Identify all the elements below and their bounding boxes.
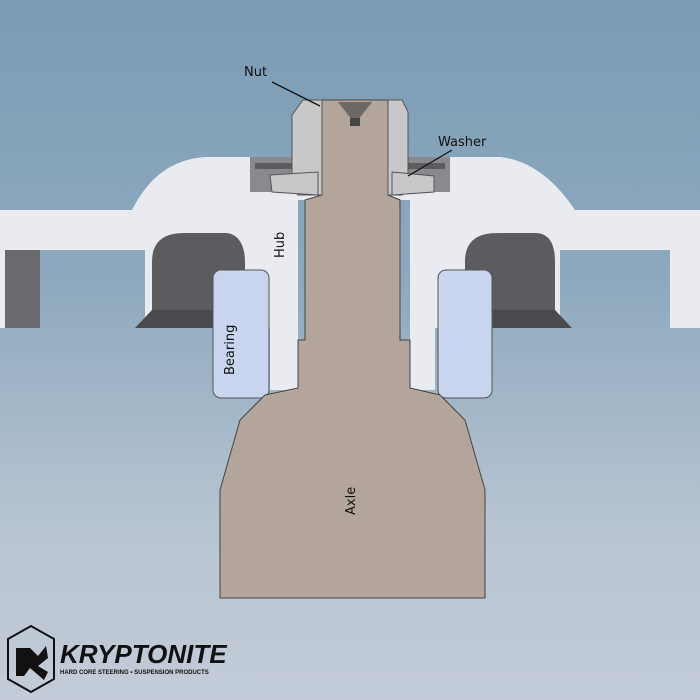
washer-leader — [407, 149, 453, 177]
kryptonite-logo: KRYPTONITE HARD CORE STEERING • SUSPENSI… — [7, 624, 227, 694]
logo-name: KRYPTONITE — [60, 639, 227, 669]
washer-right — [391, 171, 435, 196]
nut-left — [291, 99, 323, 196]
hub-left-edge — [5, 250, 40, 328]
axle-hole-tip — [350, 118, 360, 126]
axle — [219, 99, 486, 599]
logo-tagline: HARD CORE STEERING • SUSPENSION PRODUCTS — [60, 670, 209, 676]
label-hub: Hub — [273, 232, 288, 258]
axle-center-hole — [338, 102, 372, 120]
label-nut: Nut — [244, 65, 267, 80]
label-washer: Washer — [438, 135, 487, 150]
bearing-right — [437, 269, 493, 399]
label-axle: Axle — [344, 487, 359, 515]
nut-leader — [271, 81, 321, 107]
label-bearing: Bearing — [223, 325, 238, 375]
bearing-left — [212, 269, 270, 399]
washer-left — [269, 171, 319, 196]
hub — [0, 157, 700, 390]
